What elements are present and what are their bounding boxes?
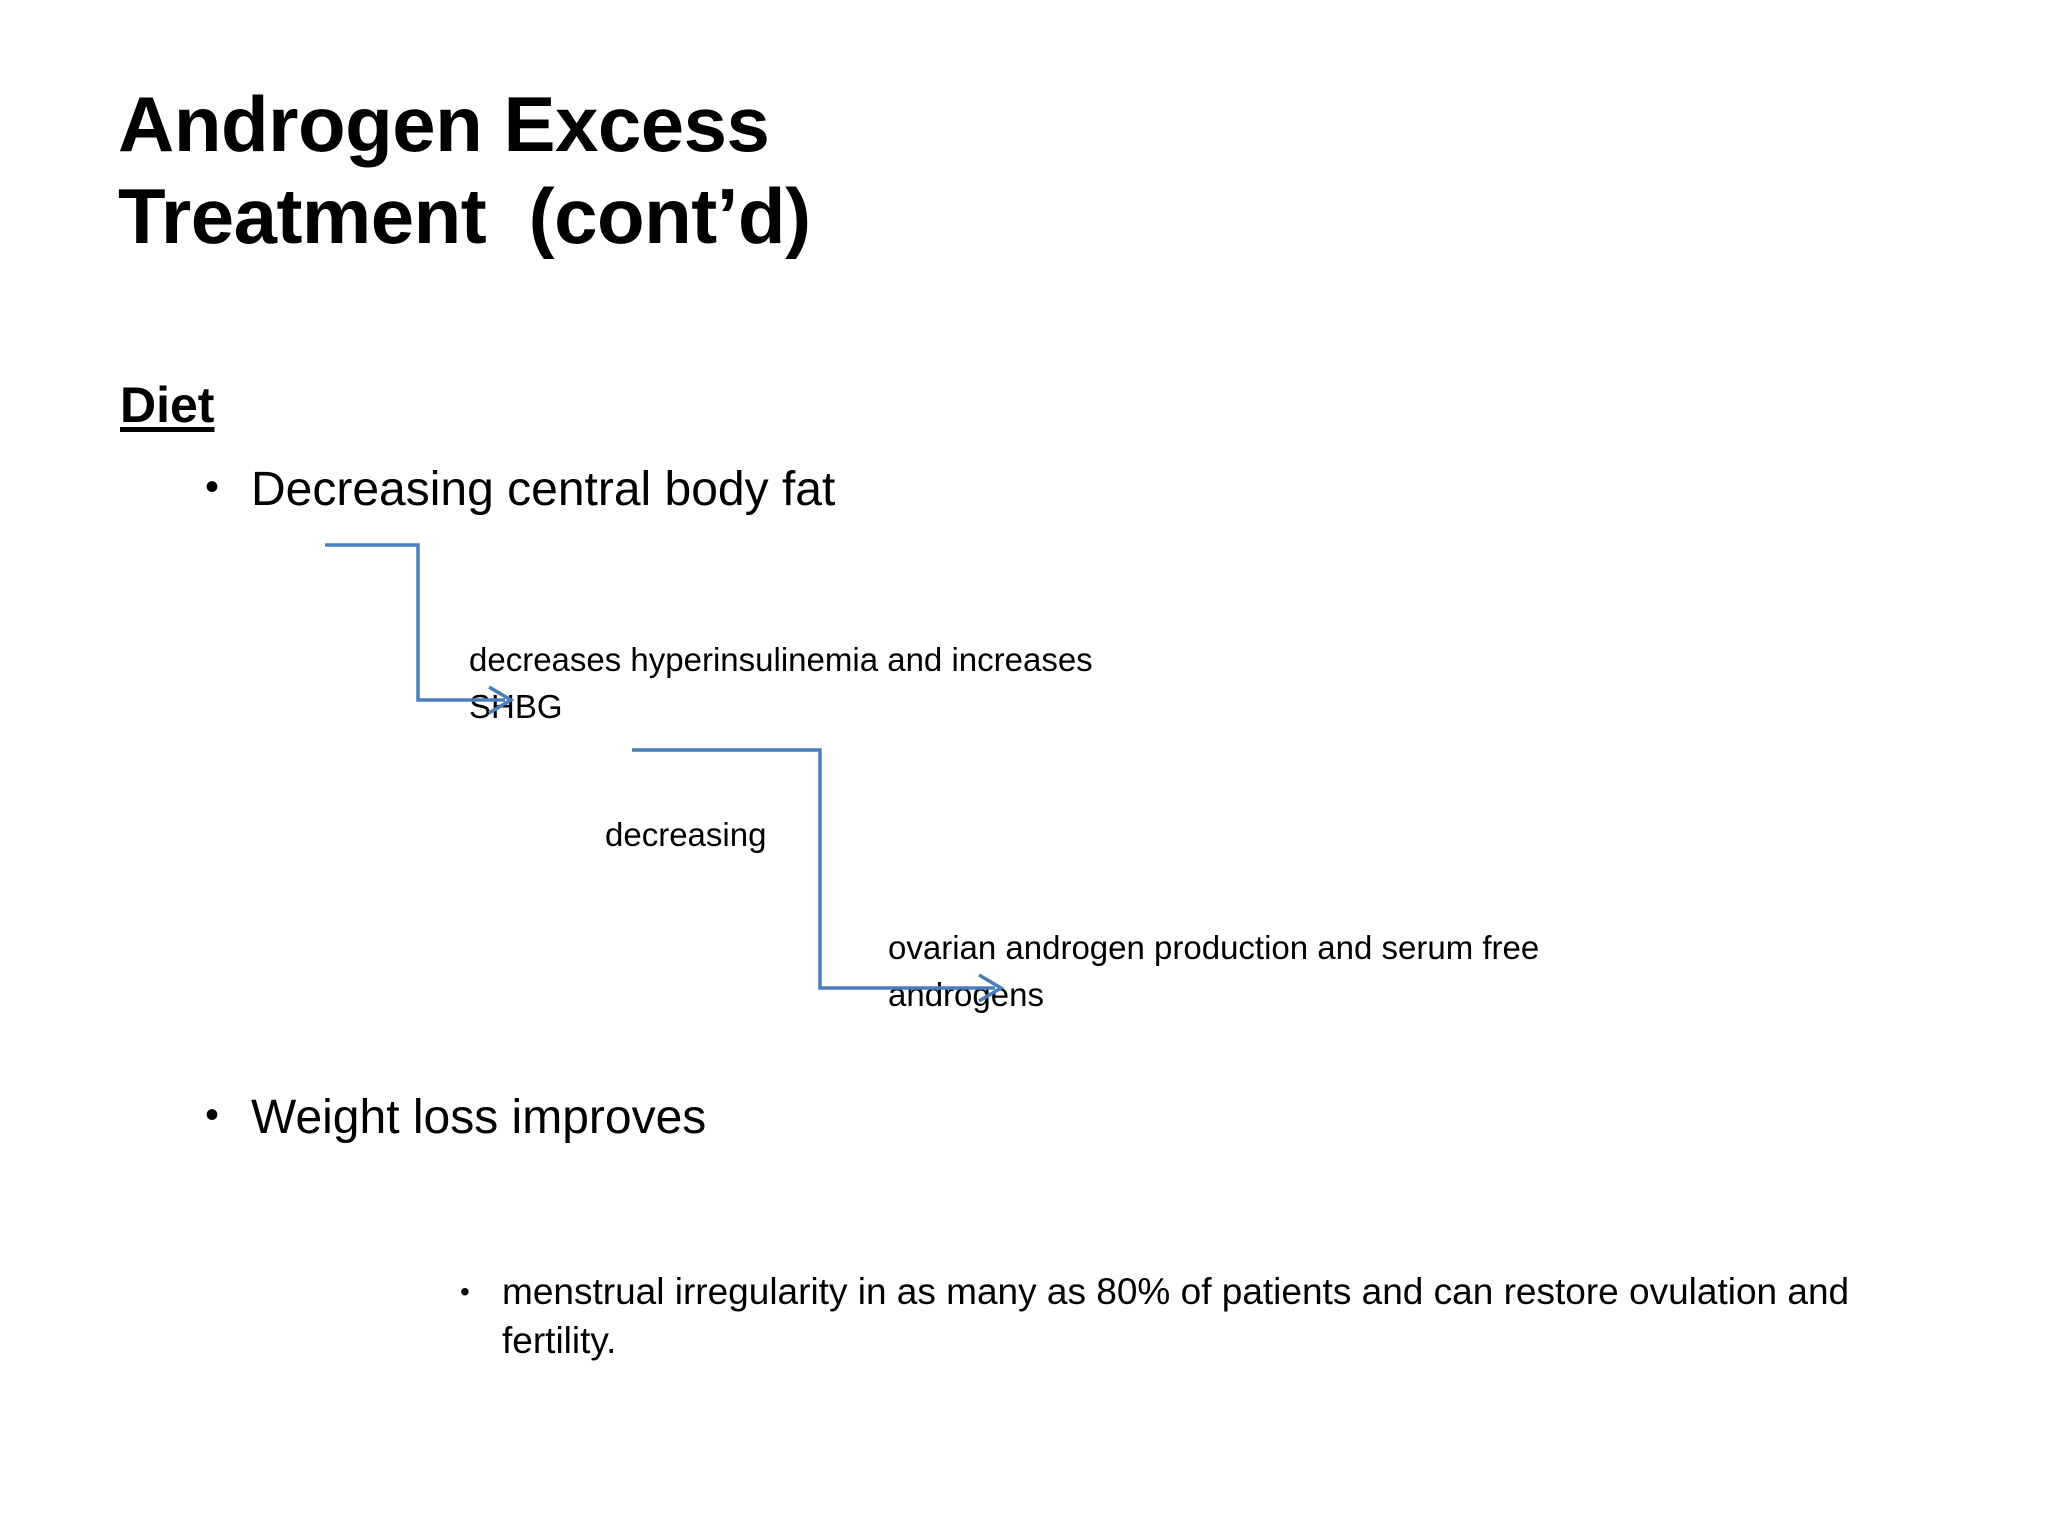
page-title-line-1: Androgen Excess: [118, 80, 770, 168]
subbullet-menstrual-irregularity: • menstrual irregularity in as many as 8…: [460, 1268, 1880, 1366]
bullet-label: Decreasing central body fat: [251, 463, 836, 516]
page-title: Androgen Excess Treatment (cont’d): [118, 78, 1518, 262]
bullet-label: Weight loss improves: [251, 1091, 707, 1144]
section-heading-diet: Diet: [120, 377, 215, 433]
annotation-decreasing: decreasing: [605, 816, 767, 853]
bullet-weight-loss-improves: • Weight loss improves: [205, 1090, 706, 1145]
subbullet-label: menstrual irregularity in as many as 80%…: [502, 1271, 1850, 1361]
page-title-line-2: Treatment (cont’d): [118, 172, 811, 261]
subbullet-marker-icon: •: [460, 1276, 470, 1307]
annotation-hyperinsulinemia: decreases hyperinsulinemia and increases…: [469, 641, 1093, 725]
annotation-ovarian-androgen: ovarian androgen production and serum fr…: [888, 929, 1540, 1013]
bullet-marker-icon: •: [205, 1093, 220, 1137]
bullet-decreasing-central-body-fat: • Decreasing central body fat: [205, 462, 835, 517]
bullet-marker-icon: •: [205, 465, 220, 509]
